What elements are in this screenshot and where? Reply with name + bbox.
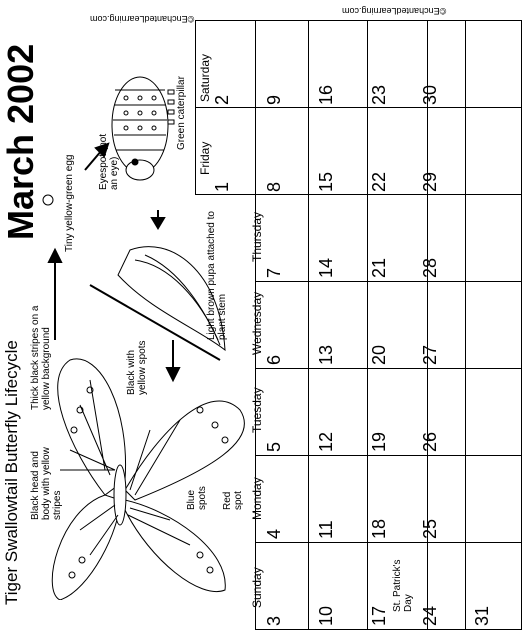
date-19: 19 — [369, 431, 389, 452]
weekday-thursday: Thursday — [250, 211, 264, 262]
date-29: 29 — [420, 171, 440, 192]
black-yellow-spots-label: Black with yellow spots — [126, 340, 148, 395]
weekday-friday: Friday — [198, 141, 212, 175]
lifecycle-illustration — [42, 76, 245, 600]
weekday-saturday: Saturday — [198, 53, 212, 102]
butterfly-icon — [51, 358, 245, 600]
arrow-icon — [150, 210, 166, 230]
arrow-icon — [47, 247, 63, 340]
thick-stripes-label: Thick black stripes on a yellow backgrou… — [30, 305, 52, 411]
date-10: 10 — [316, 605, 336, 626]
date-3: 3 — [264, 615, 284, 626]
weekday-sunday: Sunday — [250, 567, 264, 608]
date-26: 26 — [420, 431, 440, 452]
date-13: 13 — [316, 344, 336, 365]
egg-label: Tiny yellow-green egg — [64, 154, 75, 252]
date-5: 5 — [264, 441, 284, 452]
calendar-grid — [195, 20, 522, 630]
date-14: 14 — [316, 257, 336, 278]
date-23: 23 — [369, 84, 389, 105]
date-18: 18 — [369, 518, 389, 539]
date-20: 20 — [369, 344, 389, 365]
date-25: 25 — [420, 518, 440, 539]
date-11: 11 — [316, 520, 336, 539]
date-1: 1 — [212, 181, 232, 192]
head-body-label: Black head and body with yellow stripes — [30, 447, 63, 520]
caterpillar-icon — [111, 76, 175, 181]
egg-icon — [42, 194, 54, 206]
date-22: 22 — [369, 171, 389, 192]
date-17: 17 — [369, 605, 389, 626]
weekday-tuesday: Tuesday — [250, 387, 264, 433]
arrow-icon — [165, 340, 181, 383]
date-15: 15 — [316, 171, 336, 192]
arrow-icon — [84, 142, 110, 171]
weekday-wednesday: Wednesday — [250, 291, 264, 355]
date-28: 28 — [420, 257, 440, 278]
copyright-right: ©EnchantedLearning.com — [342, 6, 447, 16]
date-27: 27 — [420, 344, 440, 365]
date-4: 4 — [264, 528, 284, 539]
lifecycle-title: Tiger Swallowtail Butterfly Lifecycle — [2, 340, 21, 605]
date-30: 30 — [420, 84, 440, 105]
date-21: 21 — [369, 257, 389, 278]
date-8: 8 — [264, 181, 284, 192]
weekday-monday: Monday — [250, 477, 264, 520]
eyespot-label: Eyespot (not an eye) — [98, 133, 120, 190]
caterpillar-label: Green caterpillar — [176, 76, 187, 150]
date-6: 6 — [264, 354, 284, 365]
date-2: 2 — [212, 94, 232, 105]
date-7: 7 — [264, 267, 284, 278]
date-9: 9 — [264, 94, 284, 105]
date-16: 16 — [316, 84, 336, 105]
date-31: 31 — [472, 605, 492, 626]
date-12: 12 — [316, 431, 336, 452]
copyright-top: ©EnchantedLearning.com — [90, 14, 195, 24]
pupa-icon — [89, 246, 226, 361]
date-24: 24 — [420, 605, 440, 626]
holiday-label: St. Patrick's Day — [392, 559, 414, 612]
